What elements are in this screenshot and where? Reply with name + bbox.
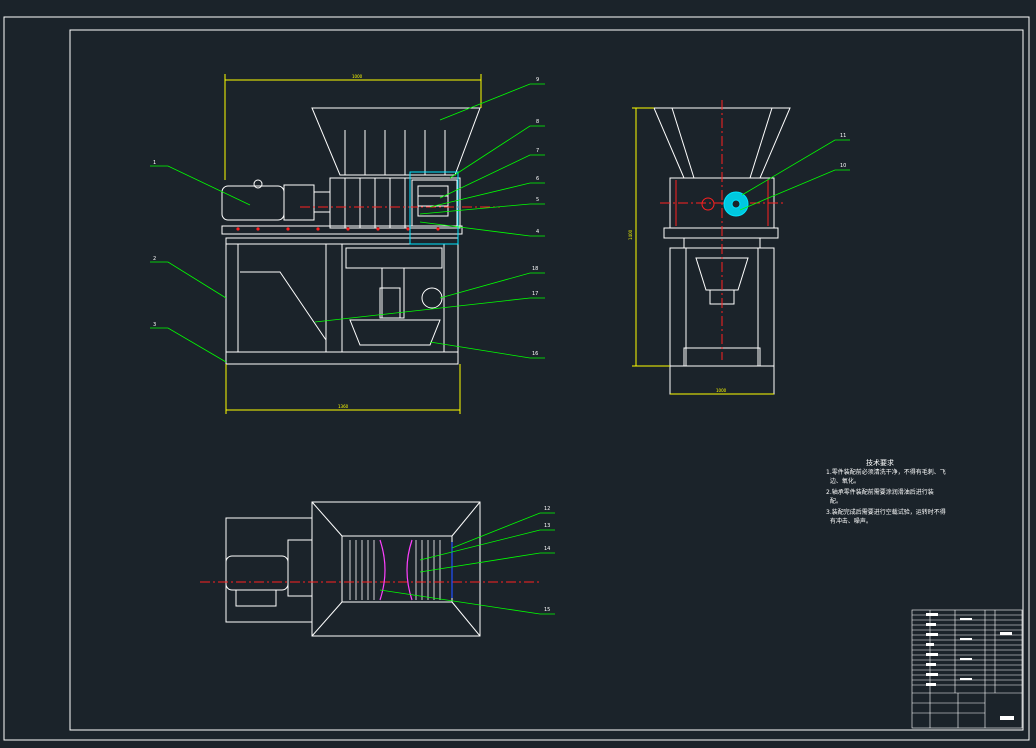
- top-view: [225, 501, 481, 637]
- outer-border: [3, 16, 1030, 741]
- balloon-18: 18: [532, 266, 538, 272]
- technical-requirements-title: 技术要求: [866, 459, 894, 467]
- technical-note-line-3: 2.轴承零件装配前需要涂润滑油后进行装: [826, 489, 934, 496]
- technical-note-line-6: 有冲击、噪声。: [826, 518, 872, 525]
- top-hopper-inner: [341, 535, 453, 603]
- technical-note-line-1: 1.零件装配前必须清洗干净，不得有毛刺、飞: [826, 469, 946, 476]
- balloon-6: 6: [536, 176, 539, 182]
- dim-side-width: 1000: [716, 388, 727, 393]
- balloon-11: 11: [840, 133, 846, 139]
- balloon-16: 16: [532, 351, 538, 357]
- motor: [221, 185, 285, 221]
- title-block: [911, 609, 1023, 729]
- top-hopper-outer: [311, 501, 481, 637]
- technical-note-line-4: 配。: [826, 498, 842, 505]
- balloon-1: 1: [153, 160, 156, 166]
- balloon-15: 15: [544, 607, 550, 613]
- balloon-10: 10: [840, 163, 846, 169]
- balloon-13: 13: [544, 523, 550, 529]
- technical-note-line-5: 3.装配完成后需要进行空载试验，运转时不得: [826, 509, 946, 516]
- hopper: [311, 107, 481, 176]
- balloon-17: 17: [532, 291, 538, 297]
- balloon-7: 7: [536, 148, 539, 154]
- balloon-14: 14: [544, 546, 550, 552]
- base-plate: [221, 225, 463, 235]
- balloon-8: 8: [536, 119, 539, 125]
- inner-frame: [69, 29, 1024, 731]
- base: [225, 351, 459, 365]
- leader-lines: [150, 83, 850, 615]
- balloon-9: 9: [536, 77, 539, 83]
- technical-note-line-2: 边、氧化。: [826, 478, 860, 485]
- front-view: [221, 107, 481, 365]
- top-motor: [225, 555, 289, 591]
- balloon-2: 2: [153, 256, 156, 262]
- dim-base-width: 1360: [338, 404, 349, 409]
- balloon-4: 4: [536, 229, 539, 235]
- dim-front-width: 1000: [352, 74, 363, 79]
- dim-side-height: 1400: [628, 229, 633, 240]
- balloon-numbers: 1 2 3 4 5 6 7 8 9 10 11 12 13 14 15 16 1…: [153, 77, 846, 613]
- balloon-5: 5: [536, 197, 539, 203]
- balloon-12: 12: [544, 506, 550, 512]
- balloon-3: 3: [153, 322, 156, 328]
